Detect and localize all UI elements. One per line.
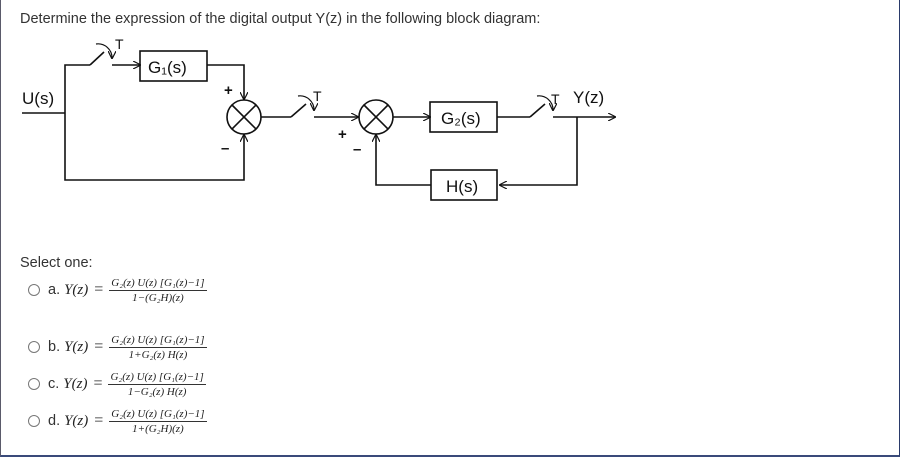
option-a[interactable]: a. Y(z) = G₂(z) U(z) [G₁(z)−1] 1−(G₂H)(z…	[28, 270, 207, 310]
option-b-letter: b.	[48, 339, 61, 355]
block-diagram: U(s) G₁(s) G₂(s) H(s) Y(z) T T T + – + –	[22, 36, 902, 201]
g1-block-label: G₁(s)	[148, 58, 187, 77]
h-block-label: H(s)	[446, 177, 478, 196]
option-a-equals: =	[94, 281, 104, 298]
question-text: Determine the expression of the digital …	[20, 11, 541, 27]
direct-input-line	[64, 113, 244, 181]
feedback-to-h-line	[500, 117, 578, 185]
option-d[interactable]: d. Y(z) = G₂(z) U(z) [G₁(z)−1] 1+(G₂H)(z…	[28, 401, 207, 441]
option-d-lhs: Y(z)	[64, 412, 89, 429]
output-label: Y(z)	[573, 88, 604, 107]
option-d-equals: =	[94, 412, 104, 429]
sampler-switch-1	[89, 43, 112, 66]
option-a-letter: a.	[48, 282, 61, 298]
junction2-plus-sign: +	[338, 126, 347, 143]
option-b-numerator: G₂(z) U(z) [G₁(z)−1]	[109, 333, 207, 348]
option-c-radio[interactable]	[28, 378, 40, 390]
input-label: U(s)	[22, 89, 54, 108]
option-b-fraction: G₂(z) U(z) [G₁(z)−1] 1+G₂(z) H(z)	[109, 333, 207, 361]
option-a-lhs: Y(z)	[64, 281, 89, 298]
option-b-equals: =	[94, 338, 104, 355]
summing-junction-2	[358, 99, 394, 135]
sampler-period-label-2: T	[313, 88, 322, 104]
option-d-denominator: 1+(G₂H)(z)	[132, 422, 184, 435]
option-c-fraction: G₂(z) U(z) [G₁(z)−1] 1−G₂(z) H(z)	[108, 370, 206, 398]
option-a-numerator: G₂(z) U(z) [G₁(z)−1]	[109, 276, 207, 291]
option-b-lhs: Y(z)	[64, 338, 89, 355]
option-c-equals: =	[93, 375, 103, 392]
option-c[interactable]: c. Y(z) = G₂(z) U(z) [G₁(z)−1] 1−G₂(z) H…	[28, 364, 206, 404]
option-d-radio[interactable]	[28, 415, 40, 427]
sampler-switch-2	[290, 95, 314, 118]
option-a-fraction: G₂(z) U(z) [G₁(z)−1] 1−(G₂H)(z)	[109, 276, 207, 304]
select-one-label: Select one:	[20, 255, 93, 271]
junction1-minus-sign: –	[221, 140, 229, 157]
sampler-switch-3	[529, 95, 553, 118]
option-b-denominator: 1+G₂(z) H(z)	[128, 348, 188, 361]
option-b[interactable]: b. Y(z) = G₂(z) U(z) [G₁(z)−1] 1+G₂(z) H…	[28, 327, 207, 367]
option-c-letter: c.	[48, 376, 60, 392]
junction1-plus-sign: +	[224, 82, 233, 99]
option-c-denominator: 1−G₂(z) H(z)	[127, 385, 187, 398]
summing-junction-1	[226, 99, 262, 135]
option-c-numerator: G₂(z) U(z) [G₁(z)−1]	[108, 370, 206, 385]
junction2-minus-sign: –	[353, 141, 361, 158]
g1-block	[139, 50, 208, 82]
option-a-radio[interactable]	[28, 284, 40, 296]
g2-block-label: G₂(s)	[441, 109, 481, 128]
sampler-period-label-3: T	[551, 91, 560, 107]
option-d-numerator: G₂(z) U(z) [G₁(z)−1]	[109, 407, 207, 422]
option-a-denominator: 1−(G₂H)(z)	[132, 291, 184, 304]
option-d-fraction: G₂(z) U(z) [G₁(z)−1] 1+(G₂H)(z)	[109, 407, 207, 435]
option-b-radio[interactable]	[28, 341, 40, 353]
g1-output-line	[207, 64, 244, 99]
feedforward-path-line	[64, 64, 90, 113]
sampler-period-label-1: T	[115, 36, 124, 52]
option-d-letter: d.	[48, 413, 61, 429]
option-c-lhs: Y(z)	[63, 375, 88, 392]
feedback-to-junction2-line	[376, 135, 431, 186]
